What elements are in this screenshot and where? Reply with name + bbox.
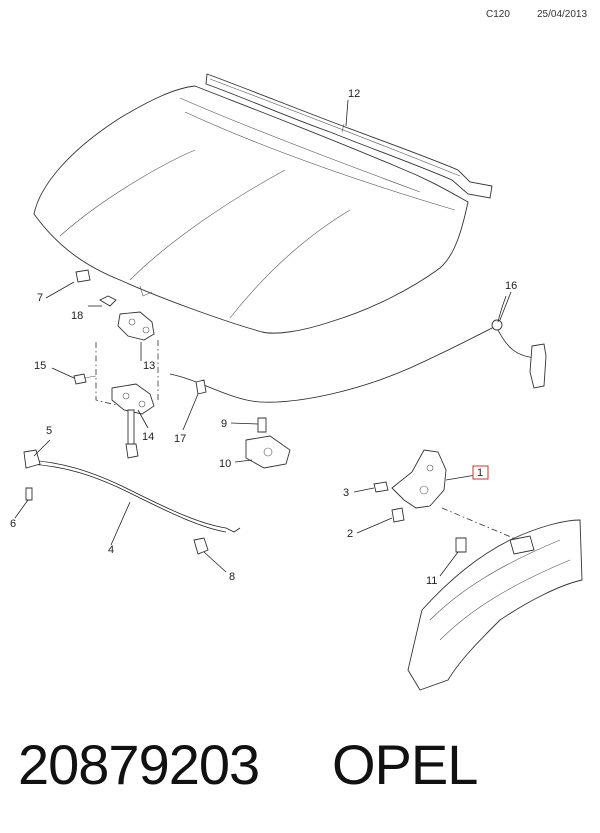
callout-15: 15	[34, 360, 46, 372]
diagram-code: C120	[486, 9, 510, 20]
callout-10: 10	[219, 458, 231, 470]
callout-18: 18	[71, 310, 83, 322]
hood-panel	[33, 85, 469, 334]
hood-hinge-lower	[111, 383, 155, 459]
callout-8: 8	[229, 571, 235, 583]
diagram-date: 25/04/2013	[537, 9, 588, 20]
hood-release-cable	[169, 295, 547, 403]
exploded-parts-diagram: 1 2 3 4 5 6 7 8 9 10 11 12 13 14 15 16 1…	[10, 73, 583, 691]
callout-2: 2	[347, 528, 353, 540]
callout-13: 13	[143, 360, 155, 372]
callout-4: 4	[108, 544, 114, 556]
callout-1-highlight-box	[472, 465, 489, 480]
callout-5: 5	[46, 425, 52, 437]
callout-14: 14	[142, 431, 154, 443]
hood-prop-rod	[23, 449, 241, 555]
hood-bolt	[73, 373, 97, 385]
leader-lines	[14, 99, 512, 577]
hood-latch-striker	[245, 417, 291, 469]
callout-1: 1	[477, 467, 483, 479]
callout-3: 3	[343, 487, 349, 499]
callout-16: 16	[505, 280, 517, 292]
hood-bumper	[75, 269, 91, 283]
brand-name: OPEL	[332, 733, 478, 796]
front-wheelhouse-panel	[407, 519, 583, 691]
hood-hinge-upper	[95, 295, 159, 406]
part-number: 20879203	[18, 733, 260, 796]
callout-6: 6	[10, 518, 16, 530]
hood-hinge-bracket	[373, 449, 519, 541]
callout-labels: 1 2 3 4 5 6 7 8 9 10 11 12 13 14 15 16 1…	[10, 88, 517, 587]
callout-9: 9	[221, 418, 227, 430]
callout-11: 11	[426, 575, 437, 587]
callout-7: 7	[37, 292, 43, 304]
hood-seal-strip	[205, 73, 493, 199]
callout-17: 17	[174, 433, 186, 445]
callout-12: 12	[348, 88, 360, 100]
